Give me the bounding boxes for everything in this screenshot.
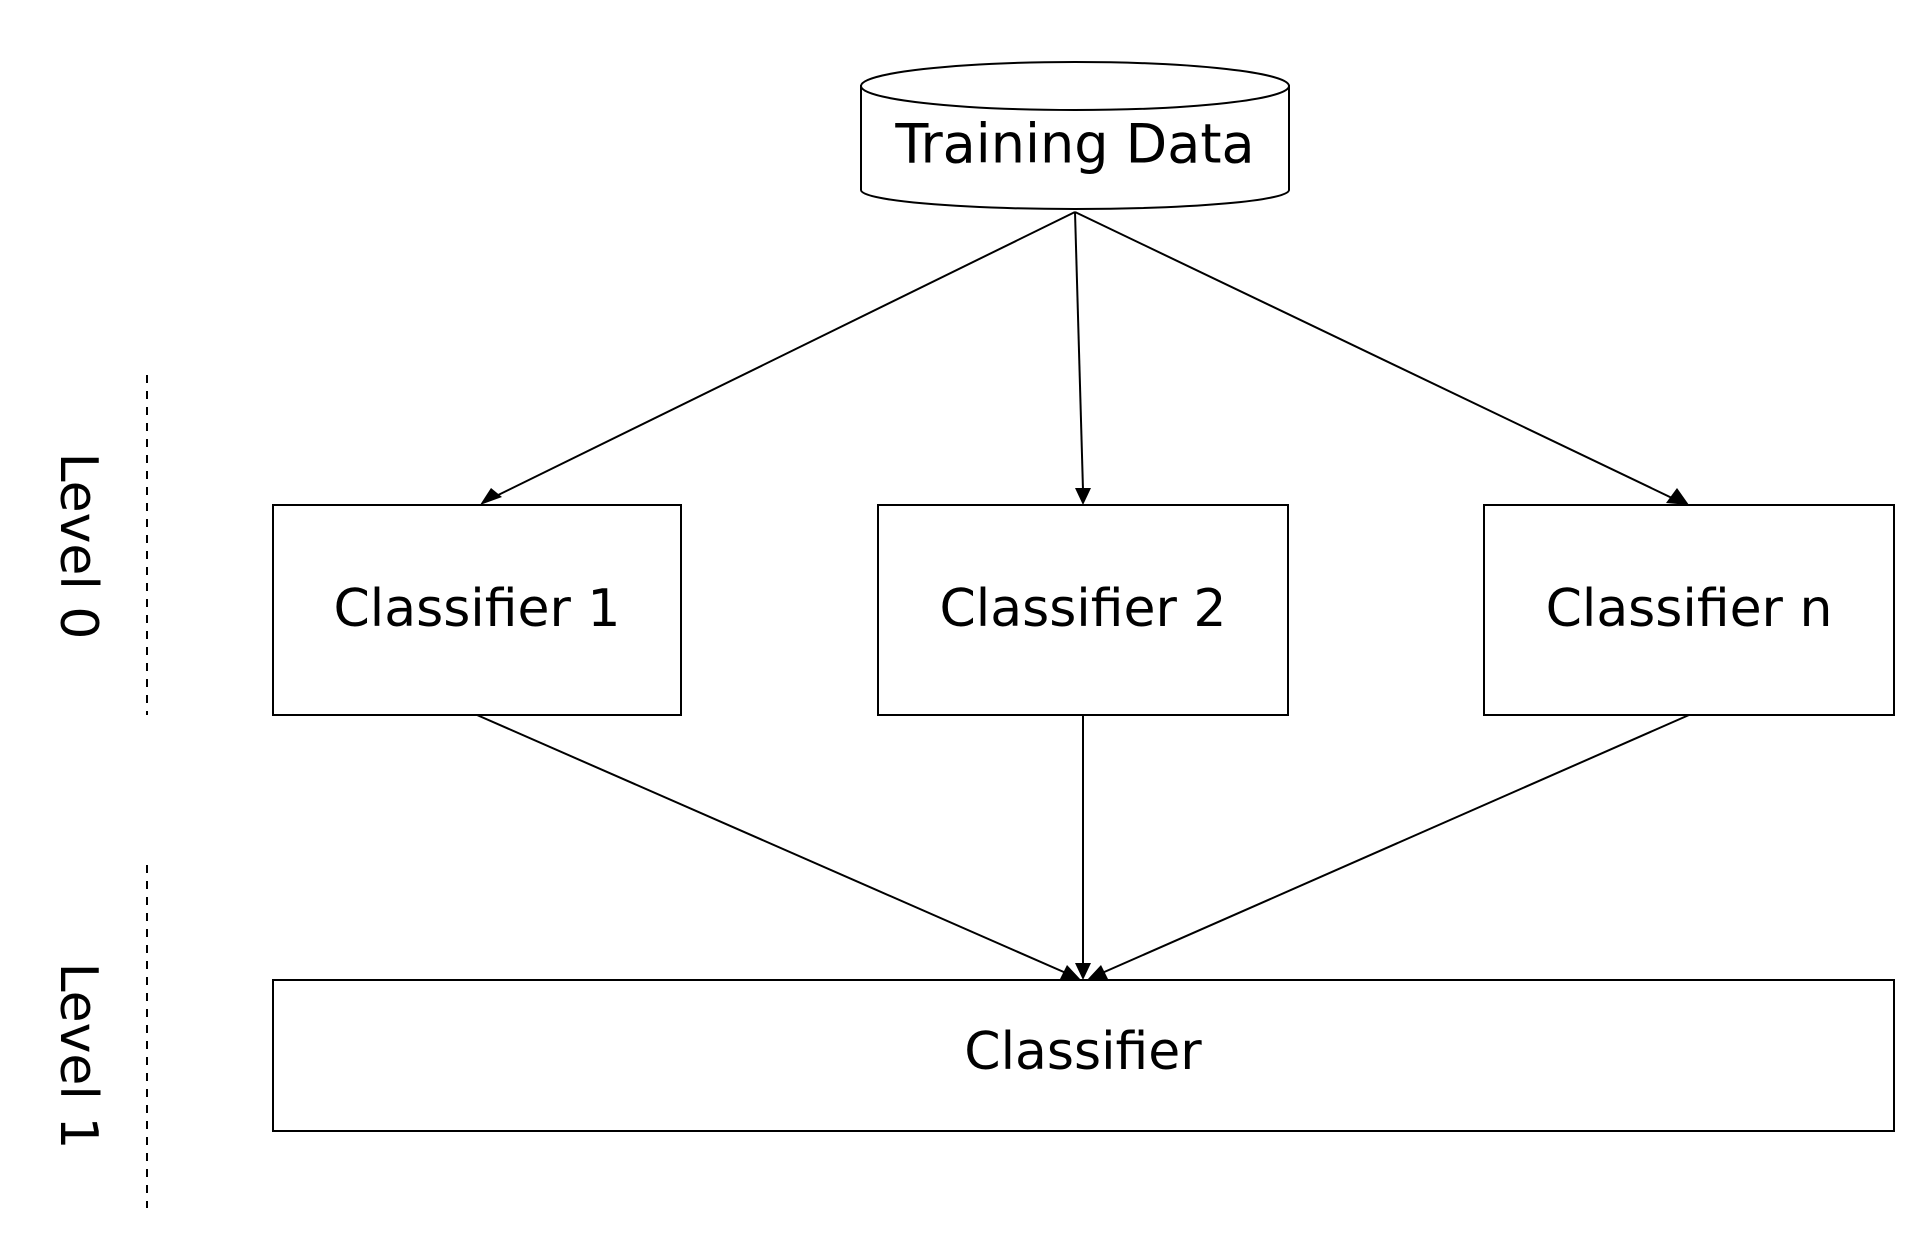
classifier-n-node: Classifier n xyxy=(1483,504,1895,716)
classifier-1-node: Classifier 1 xyxy=(272,504,682,716)
meta-classifier-label: Classifier xyxy=(964,1022,1202,1082)
arrowhead-classifier-n xyxy=(1666,488,1689,505)
classifier-2-label: Classifier 2 xyxy=(940,579,1227,639)
classifier-1-label: Classifier 1 xyxy=(334,579,621,639)
edge-training-to-classifier-2 xyxy=(1074,211,1084,491)
meta-classifier-node: Classifier xyxy=(272,979,1895,1132)
arrowhead-meta-from-1 xyxy=(1059,965,1081,981)
classifier-2-node: Classifier 2 xyxy=(877,504,1289,716)
training-data-label: Training Data xyxy=(894,113,1254,176)
level-1-label: Level 1 xyxy=(48,963,108,1150)
cylinder-body xyxy=(860,85,1290,210)
arrowhead-classifier-1 xyxy=(480,488,502,505)
edge-training-to-classifier-1 xyxy=(487,211,1076,501)
edge-classifier-1-to-meta xyxy=(476,714,1067,974)
edge-training-to-classifier-n xyxy=(1074,211,1673,499)
cylinder-top xyxy=(860,61,1290,111)
arrowhead-meta-from-n xyxy=(1087,965,1109,981)
level-0-label: Level 0 xyxy=(48,453,108,640)
classifier-n-label: Classifier n xyxy=(1546,579,1833,639)
arrowhead-meta-from-2 xyxy=(1075,963,1091,980)
arrowhead-classifier-2 xyxy=(1075,488,1091,505)
training-data-node: Training Data xyxy=(860,61,1290,210)
edge-classifier-n-to-meta xyxy=(1101,714,1690,974)
